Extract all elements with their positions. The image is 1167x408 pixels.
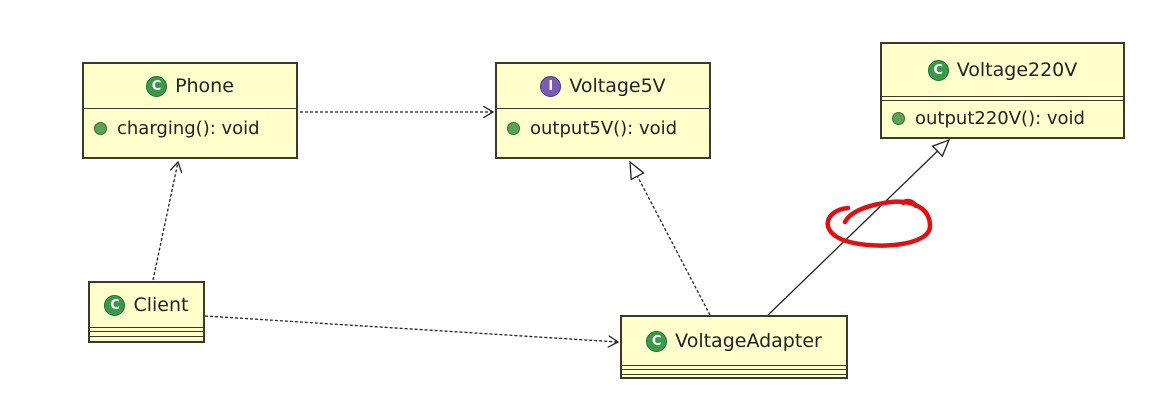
class-client[interactable]: C Client xyxy=(88,281,205,343)
interface-voltage5v-header: I Voltage5V xyxy=(497,64,709,108)
class-icon: C xyxy=(646,330,668,352)
method-label: output5V(): void xyxy=(530,117,678,139)
method-label: charging(): void xyxy=(117,117,260,139)
method-row: charging(): void xyxy=(84,109,296,147)
realization-adapter-voltage5v xyxy=(629,160,711,316)
method-row: output220V(): void xyxy=(882,101,1123,135)
red-circle-annotation xyxy=(825,198,933,248)
class-voltage220v[interactable]: C Voltage220V output220V(): void xyxy=(880,42,1125,139)
inheritance-adapter-voltage220v xyxy=(767,138,951,316)
class-name: VoltageAdapter xyxy=(675,330,822,352)
class-phone[interactable]: C Phone charging(): void xyxy=(82,62,298,159)
public-method-icon xyxy=(94,121,107,135)
class-icon: C xyxy=(104,294,126,316)
separator xyxy=(882,96,1123,101)
class-voltageadapter-header: C VoltageAdapter xyxy=(622,317,846,365)
interface-name: Voltage5V xyxy=(569,75,666,97)
separator xyxy=(622,374,846,375)
public-method-icon xyxy=(507,121,520,135)
class-name: Phone xyxy=(175,75,234,97)
class-phone-header: C Phone xyxy=(84,64,296,108)
separator xyxy=(497,108,709,109)
class-client-header: C Client xyxy=(90,283,203,327)
dependency-client-adapter xyxy=(204,315,618,342)
separator xyxy=(622,365,846,370)
separator xyxy=(84,108,296,109)
separator xyxy=(90,336,203,337)
class-icon: C xyxy=(927,59,949,81)
class-name: Client xyxy=(133,294,189,316)
dependency-client-phone xyxy=(152,162,178,281)
method-row: output5V(): void xyxy=(497,109,709,147)
class-name: Voltage220V xyxy=(956,59,1078,81)
class-voltage220v-header: C Voltage220V xyxy=(882,44,1123,96)
method-label: output220V(): void xyxy=(915,107,1085,129)
class-icon: C xyxy=(146,75,168,97)
separator xyxy=(90,327,203,332)
interface-voltage5v[interactable]: I Voltage5V output5V(): void xyxy=(495,62,711,159)
class-voltageadapter[interactable]: C VoltageAdapter xyxy=(620,315,848,379)
interface-icon: I xyxy=(540,75,562,97)
public-method-icon xyxy=(892,111,905,125)
